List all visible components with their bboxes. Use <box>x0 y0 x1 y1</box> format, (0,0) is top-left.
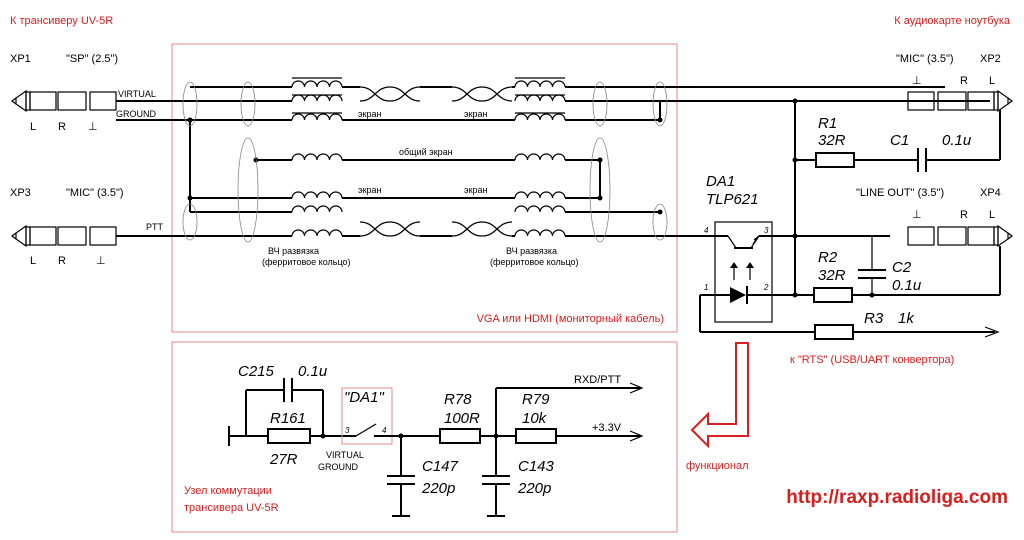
r3-ref: R3 <box>864 310 884 327</box>
xp2-ref: XP2 <box>980 53 1001 65</box>
xp3-pin-gnd: ⊥ <box>96 255 106 267</box>
rts-label: к "RTS" (USB/UART конвертора) <box>790 354 954 366</box>
common-shield: общий экран <box>399 147 453 157</box>
c147-ref: C147 <box>422 458 459 475</box>
c215-ref: C215 <box>238 363 275 380</box>
xp2-pin-r: R <box>960 75 968 87</box>
xp2-type: "MIC" (3.5") <box>896 53 954 65</box>
wire-virtual: VIRTUAL <box>118 89 156 99</box>
cable-frame <box>171 43 678 333</box>
da1-pin4: 4 <box>704 226 709 235</box>
lower-wires <box>116 191 715 237</box>
xp4-jack <box>907 225 1013 247</box>
r2-ref: R2 <box>818 249 838 266</box>
node-label-1: Узел коммутации <box>184 485 272 497</box>
shield-2: экран <box>464 109 488 119</box>
switch-pin3: 3 <box>345 426 350 435</box>
node-virtual: VIRTUAL <box>326 450 364 460</box>
xp1-pin-r: R <box>58 121 66 133</box>
func-arrow-icon <box>690 342 749 449</box>
r2-val: 32R <box>818 267 846 284</box>
xp4-pin-l: L <box>989 209 995 221</box>
xp1-jack <box>11 90 117 112</box>
vcc-label: +3.3V <box>592 422 622 434</box>
rf-iso-left-2: (ферритовое кольцо) <box>262 257 351 267</box>
switch-pin4: 4 <box>382 426 387 435</box>
node-label-2: трансивера UV-5R <box>184 502 279 514</box>
wire-ptt: PTT <box>146 222 164 232</box>
xp1-pin-gnd: ⊥ <box>88 121 98 133</box>
r79-ref: R79 <box>522 391 550 408</box>
cable-label: VGA или HDMI (мониторный кабель) <box>477 313 664 325</box>
rf-iso-right-2: (ферритовое кольцо) <box>490 257 579 267</box>
c2-val: 0.1u <box>892 277 922 294</box>
right-wiring <box>699 98 1001 340</box>
r3-val: 1k <box>898 310 915 327</box>
da1-ref: DA1 <box>706 173 735 190</box>
rf-iso-right-1: ВЧ развязка <box>506 246 557 256</box>
shield-4: экран <box>464 185 488 195</box>
right-title: К аудиокарте ноутбука <box>894 15 1011 27</box>
rf-iso-left-1: ВЧ развязка <box>268 246 319 256</box>
da1-switch-label: "DA1" <box>344 389 385 406</box>
xp3-pin-l: L <box>30 255 36 267</box>
r161-val: 27R <box>269 451 298 468</box>
xp4-pin-gnd: ⊥ <box>912 209 922 221</box>
c1-ref: C1 <box>890 132 909 149</box>
r161-ref: R161 <box>270 410 306 427</box>
left-title: К трансиверу UV-5R <box>10 15 113 27</box>
xp2-pin-gnd: ⊥ <box>912 75 922 87</box>
xp2-pin-l: L <box>989 75 995 87</box>
xp1-type: "SP" (2.5") <box>66 53 118 65</box>
shield-3: экран <box>358 185 382 195</box>
shield-ellipses <box>182 81 668 243</box>
r78-val: 100R <box>444 410 480 427</box>
node-frame <box>171 341 678 533</box>
xp1-pin-l: L <box>30 121 36 133</box>
wire-ground: GROUND <box>116 109 156 119</box>
c215-val: 0.1u <box>298 363 328 380</box>
shield-1: экран <box>358 109 382 119</box>
r78-ref: R78 <box>444 391 472 408</box>
xp3-ref: XP3 <box>10 187 31 199</box>
c147-val: 220p <box>421 480 455 497</box>
xp4-ref: XP4 <box>980 187 1001 199</box>
node-circuit <box>228 378 644 517</box>
r79-val: 10k <box>522 410 548 427</box>
rxd-label: RXD/PTT <box>574 374 621 386</box>
xp3-pin-r: R <box>58 255 66 267</box>
node-ground: GROUND <box>318 462 358 472</box>
r1-ref: R1 <box>818 115 837 132</box>
optocoupler-da1 <box>714 221 773 323</box>
xp4-type: "LINE OUT" (3.5") <box>856 187 944 199</box>
xp1-ref: XP1 <box>10 53 31 65</box>
da1-val: TLP621 <box>706 191 759 208</box>
c1-val: 0.1u <box>942 132 972 149</box>
r1-val: 32R <box>818 132 846 149</box>
c2-ref: C2 <box>892 259 912 276</box>
da1-pin1: 1 <box>704 283 708 292</box>
xp3-jack <box>11 225 117 247</box>
func-label: функционал <box>686 460 749 472</box>
c143-val: 220p <box>517 480 551 497</box>
upper-wires <box>116 77 990 121</box>
site-url[interactable]: http://raxp.radioliga.com <box>786 487 1008 508</box>
c143-ref: C143 <box>518 458 555 475</box>
xp4-pin-r: R <box>960 209 968 221</box>
da1-pin3: 3 <box>764 226 769 235</box>
xp3-type: "MIC" (3.5") <box>66 187 124 199</box>
da1-pin2: 2 <box>763 283 769 292</box>
